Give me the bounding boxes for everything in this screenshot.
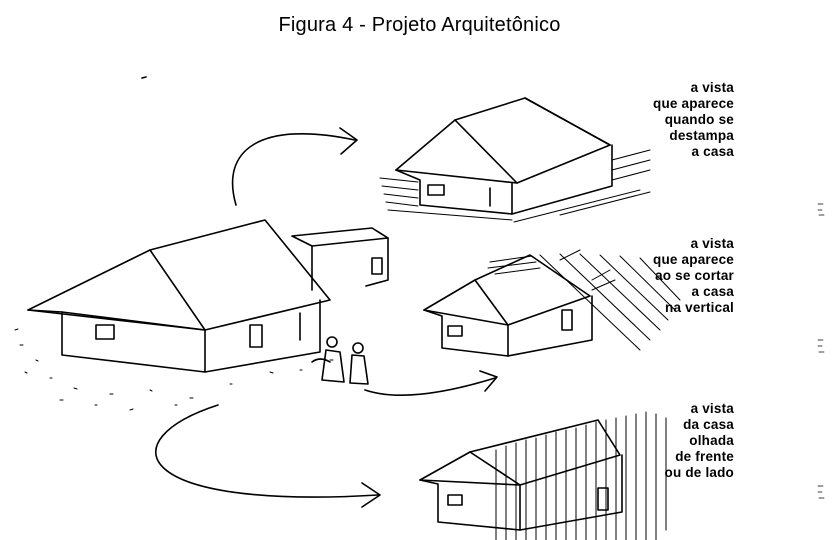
caption-top-view: a vista que aparece quando se destampa a… — [653, 80, 734, 160]
caption-line: a vista — [690, 236, 734, 251]
house-section-view — [423, 249, 681, 357]
arrow-head-middle — [479, 370, 498, 392]
house-top-view — [379, 97, 651, 223]
hatching-top — [379, 149, 651, 223]
caption-line: que aparece — [653, 252, 734, 267]
caption-line: quando se — [664, 112, 734, 127]
caption-line: a vista — [690, 80, 734, 95]
hatching-side — [495, 411, 667, 540]
arrow-head-bottom — [361, 482, 381, 508]
caption-line: na vertical — [665, 300, 734, 315]
caption-line: a casa — [691, 144, 734, 159]
arrow-curve-bottom — [155, 404, 379, 498]
main-house-drawing — [14, 219, 389, 411]
arrow-curve-top — [231, 133, 356, 206]
caption-line: olhada — [689, 433, 734, 448]
hatching-section — [487, 249, 681, 351]
figure-title: Figura 4 - Projeto Arquitetônico — [278, 14, 561, 36]
house-side-view — [419, 411, 667, 540]
stray-mark — [141, 76, 147, 79]
caption-line: da casa — [683, 417, 734, 432]
scan-marks — [817, 203, 825, 499]
caption-line: a casa — [691, 284, 734, 299]
caption-line: a vista — [690, 401, 734, 416]
caption-line: ao se cortar — [655, 268, 734, 283]
caption-line: destampa — [669, 128, 734, 143]
ground-texture — [14, 328, 334, 411]
arrow-head-top — [339, 127, 358, 155]
people-figures — [311, 336, 369, 385]
caption-section-view: a vista que aparece ao se cortar a casa … — [653, 236, 734, 316]
arrow-curve-middle — [364, 377, 496, 396]
caption-side-view: a vista da casa olhada de frente ou de l… — [665, 401, 735, 481]
caption-line: de frente — [675, 449, 734, 464]
caption-line: que aparece — [653, 96, 734, 111]
caption-line: ou de lado — [664, 465, 734, 480]
